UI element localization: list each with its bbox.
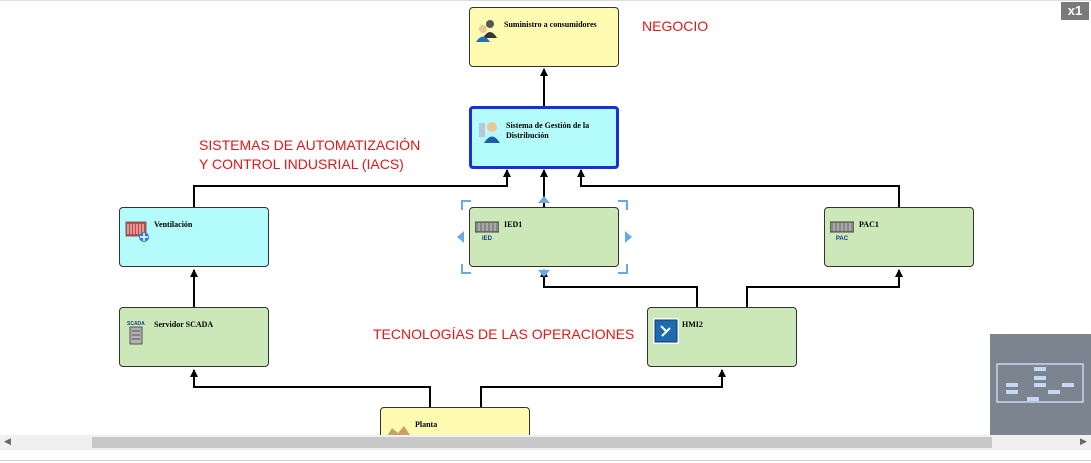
- node-label: HMI2: [682, 320, 703, 329]
- node-label: Ventilación: [154, 220, 193, 229]
- ied-device-icon: IED: [474, 218, 500, 242]
- top-border: [0, 0, 1091, 1]
- edge-ventilacion-to-sgd[interactable]: [193, 169, 511, 207]
- users-icon: [475, 18, 499, 42]
- annotation-tecnologias-operaciones: TECNOLOGÍAS DE LAS OPERACIONES: [373, 326, 635, 342]
- bottom-border: [0, 460, 1091, 461]
- minimap-viewport[interactable]: [990, 334, 1091, 435]
- scrollbar-thumb[interactable]: [92, 437, 992, 448]
- diagram-canvas[interactable]: Suministro a consumidores Sistema de Ges…: [0, 0, 1091, 435]
- node-hmi2[interactable]: HMI2: [647, 307, 797, 367]
- edge-hmi2-to-ied1[interactable]: [540, 269, 698, 307]
- connection-arrows[interactable]: [457, 196, 632, 277]
- annotation-iacs-line1: SISTEMAS DE AUTOMATIZACIÓN: [199, 137, 421, 153]
- overview-minimap[interactable]: [990, 334, 1091, 435]
- node-planta[interactable]: Planta: [380, 407, 530, 435]
- scada-icon-text: SCADA: [127, 321, 145, 327]
- annotation-iacs-line2: Y CONTROL INDUSRIAL (IACS): [199, 156, 404, 172]
- selection-handles[interactable]: [461, 200, 628, 274]
- scroll-right-arrow-icon[interactable]: ▶: [1080, 437, 1087, 447]
- node-label: Planta: [415, 420, 438, 429]
- scroll-left-arrow-icon[interactable]: ◀: [4, 437, 11, 447]
- zoom-level-button[interactable]: x1: [1061, 2, 1089, 20]
- fan-rack-icon: [125, 218, 149, 242]
- horizontal-scrollbar[interactable]: ◀ ▶: [0, 435, 1091, 450]
- operators-icon: [477, 119, 501, 143]
- pac-device-icon: PAC: [829, 218, 855, 242]
- annotation-negocio: NEGOCIO: [642, 18, 709, 34]
- node-ventilacion[interactable]: Ventilación: [119, 207, 269, 267]
- server-icon: SCADA: [125, 318, 149, 345]
- ied-icon-text: IED: [482, 236, 493, 242]
- pac-icon-text: PAC: [836, 236, 849, 242]
- connector-layer: [190, 68, 903, 407]
- node-servidor-scada[interactable]: SCADA Servidor SCADA: [119, 307, 269, 367]
- edge-planta-to-scada[interactable]: [190, 369, 431, 407]
- node-sistema-gestion-distribucion[interactable]: Sistema de Gestión de la Distribución: [469, 106, 619, 169]
- plant-icon: [386, 424, 410, 435]
- node-ied1[interactable]: IED IED1: [469, 207, 619, 267]
- hmi-panel-icon: [653, 318, 679, 344]
- node-label: IED1: [504, 220, 523, 229]
- edge-pac1-to-sgd[interactable]: [577, 169, 900, 207]
- node-label: Servidor SCADA: [154, 320, 214, 329]
- node-label: Suministro a consumidores: [504, 20, 597, 29]
- edge-hmi2-to-pac1[interactable]: [746, 269, 903, 307]
- node-pac1[interactable]: PAC PAC1: [824, 207, 974, 267]
- node-suministro-consumidores[interactable]: Suministro a consumidores: [469, 7, 619, 67]
- node-label: PAC1: [859, 220, 879, 229]
- edge-planta-to-hmi2[interactable]: [480, 369, 726, 407]
- node-label: Sistema de Gestión de la Distribución: [506, 121, 590, 140]
